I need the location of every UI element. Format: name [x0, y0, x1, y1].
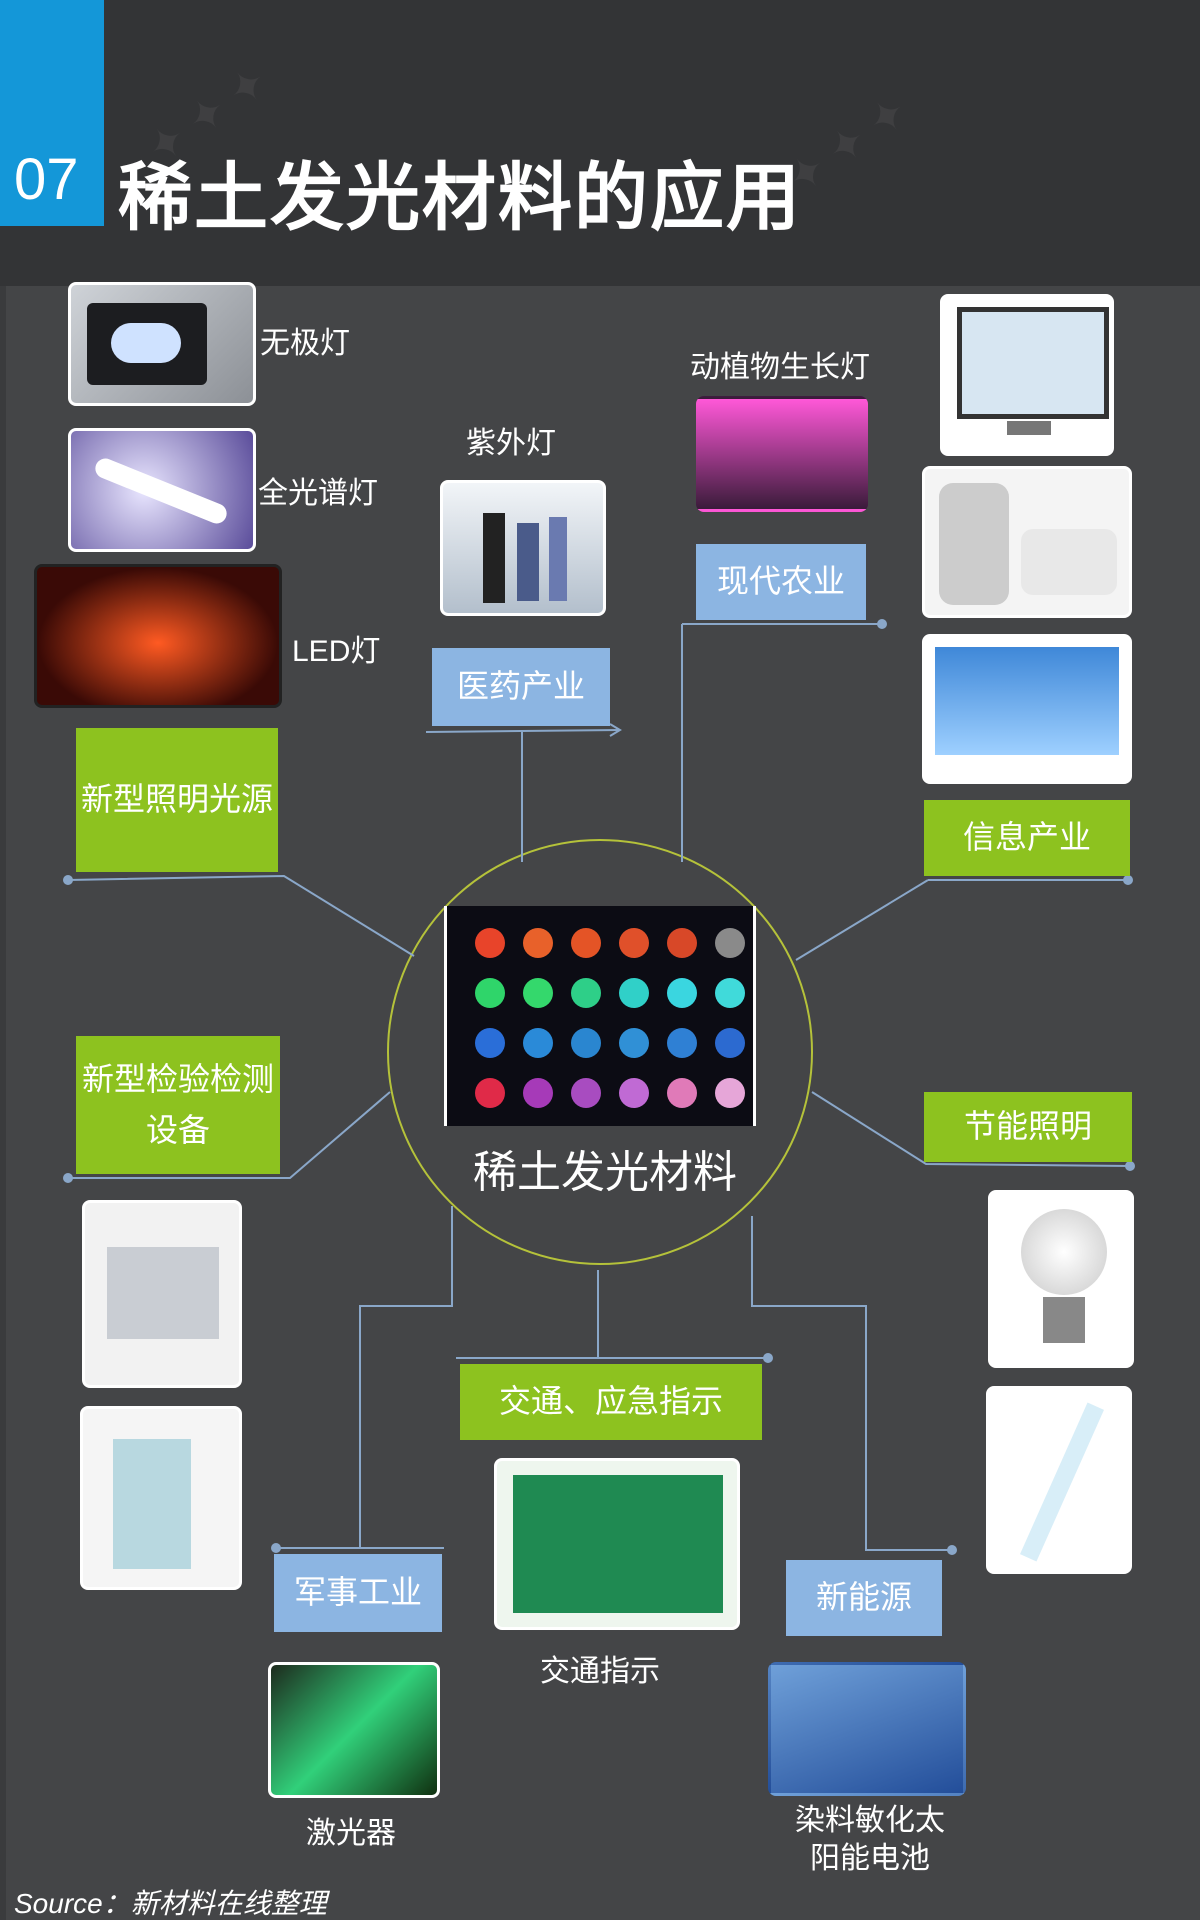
- phosphor-dot: [475, 928, 505, 958]
- phosphor-dot: [523, 1078, 553, 1108]
- caption-uv-lamp: 紫外灯: [466, 427, 556, 460]
- phosphor-dot: [715, 1078, 745, 1108]
- phosphor-dot: [715, 928, 745, 958]
- phosphor-dot: [667, 978, 697, 1008]
- phosphor-dot: [571, 1028, 601, 1058]
- caption-full-spectrum-lamp: 全光谱灯: [258, 477, 378, 510]
- led-strip-photo: [34, 564, 282, 708]
- category-new-energy: 新能源: [786, 1560, 942, 1636]
- category-medical: 医药产业: [432, 648, 610, 726]
- category-info-industry: 信息产业: [924, 800, 1130, 876]
- phosphor-dot: [523, 1028, 553, 1058]
- phosphor-dot: [523, 928, 553, 958]
- caption-electrodeless-lamp: 无极灯: [260, 327, 350, 360]
- caption-plant-growth-lamp: 动植物生长灯: [690, 351, 870, 384]
- header: 07 稀土发光材料的应用 ✦ ✦ ✦ ✦ ✦ ✦: [0, 0, 1200, 286]
- phosphor-sample-grid: [444, 906, 756, 1126]
- category-new-lighting: 新型照明光源: [76, 728, 278, 872]
- phosphor-dot: [667, 1028, 697, 1058]
- traffic-sign-photo: [494, 1458, 740, 1630]
- phosphor-dot: [475, 1078, 505, 1108]
- uv-lamp-photo: [440, 480, 606, 616]
- phosphor-dot: [715, 978, 745, 1008]
- category-inspection-equipment: 新型检验检测设备: [76, 1036, 280, 1174]
- caption-laser: 激光器: [306, 1817, 396, 1850]
- phosphor-dot: [619, 1078, 649, 1108]
- led-bulb-photo: [988, 1190, 1134, 1368]
- caption-led-lamp: LED灯: [292, 635, 381, 668]
- solar-panel-photo: [768, 1662, 966, 1796]
- phosphor-dot: [619, 1028, 649, 1058]
- phosphor-dot: [715, 1028, 745, 1058]
- category-traffic-emergency: 交通、应急指示: [460, 1364, 762, 1440]
- source-note: Source：新材料在线整理: [14, 1888, 327, 1919]
- fluorescent-tube-photo: [986, 1386, 1132, 1574]
- phosphor-dot: [475, 978, 505, 1008]
- caption-dye-solar-cell: 染料敏化太阳能电池: [795, 1804, 945, 1875]
- full-spectrum-lamp-photo: [68, 428, 256, 552]
- phosphor-dot: [619, 978, 649, 1008]
- phosphor-dot: [475, 1028, 505, 1058]
- phosphor-dot: [571, 928, 601, 958]
- monitor-photo: [940, 294, 1114, 456]
- laser-photo: [268, 1662, 440, 1798]
- category-energy-saving: 节能照明: [924, 1092, 1132, 1162]
- center-label: 稀土发光材料: [473, 1148, 737, 1197]
- smartphone-photo: [922, 466, 1132, 618]
- caption-traffic-sign: 交通指示: [540, 1655, 660, 1688]
- phosphor-dot: [571, 978, 601, 1008]
- phosphor-dot: [667, 928, 697, 958]
- page-title: 稀土发光材料的应用: [118, 156, 802, 239]
- category-military: 军事工业: [274, 1554, 442, 1632]
- detector-photo: [80, 1406, 242, 1590]
- phosphor-dot: [571, 1078, 601, 1108]
- phosphor-dot: [619, 928, 649, 958]
- electrodeless-lamp-photo: [68, 282, 256, 406]
- section-number: 07: [14, 147, 79, 212]
- inspection-machine-photo: [82, 1200, 242, 1388]
- tv-photo: [922, 634, 1132, 784]
- category-agriculture: 现代农业: [696, 544, 866, 620]
- plant-growth-lamp-photo: [696, 396, 868, 512]
- phosphor-dot: [667, 1078, 697, 1108]
- phosphor-dot: [523, 978, 553, 1008]
- section-number-box: 07: [0, 0, 104, 226]
